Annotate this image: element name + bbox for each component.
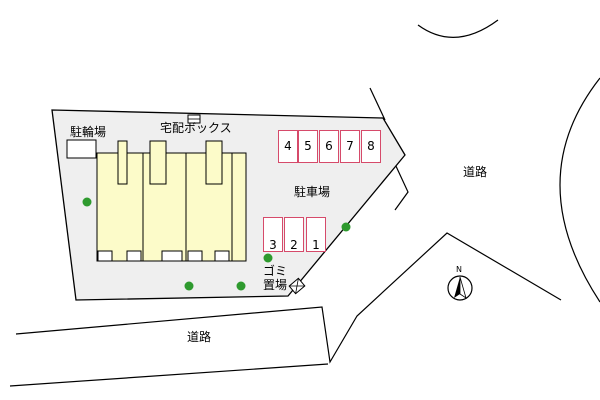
road-label-south: 道路: [187, 330, 212, 344]
parking-space-1: 1: [306, 217, 326, 252]
parking-space-7: 7: [340, 130, 360, 163]
compass-north-label: N: [456, 265, 462, 274]
parking-space-4: 4: [278, 130, 298, 163]
building-unit-4: [231, 152, 247, 262]
parking-space-3: 3: [263, 217, 283, 252]
entrance-box-5: [214, 250, 230, 262]
tree-5: [341, 222, 351, 232]
garbage-area-marker: [288, 277, 306, 295]
garbage-area-label-line2: 置場: [263, 278, 288, 292]
north-compass-icon: [447, 275, 473, 301]
garbage-area-label-line1: ゴミ: [263, 264, 288, 278]
road-edge-northwest: [369, 87, 386, 121]
road-label-east: 道路: [463, 165, 488, 179]
tree-2: [184, 281, 194, 291]
parking-space-6: 6: [319, 130, 339, 163]
entrance-box-4: [187, 250, 203, 262]
bicycle-parking-label: 駐輪場: [70, 125, 107, 139]
road-curve-top: [417, 19, 499, 38]
tree-1: [82, 197, 92, 207]
road-edge-south: [15, 232, 562, 364]
parking-space-8: 8: [361, 130, 381, 163]
parking-space-5: 5: [298, 130, 318, 163]
building-stair-1: [117, 140, 128, 185]
delivery-box-label: 宅配ボックス: [160, 121, 232, 135]
road-edge-east: [394, 163, 409, 211]
bicycle-parking-area: [66, 139, 97, 159]
entrance-box-2: [126, 250, 142, 262]
parking-space-2: 2: [284, 217, 304, 252]
building-stair-3: [205, 140, 223, 185]
building-dashed-lines: [118, 153, 223, 185]
parking-lot-label: 駐車場: [294, 185, 331, 199]
entrance-box-3: [161, 250, 183, 262]
entrance-box-1: [97, 250, 113, 262]
building-stair-2: [149, 140, 167, 185]
road-edge-bottom: [9, 363, 329, 387]
tree-3: [236, 281, 246, 291]
tree-4: [263, 253, 273, 263]
road-curve-right: [559, 77, 600, 303]
